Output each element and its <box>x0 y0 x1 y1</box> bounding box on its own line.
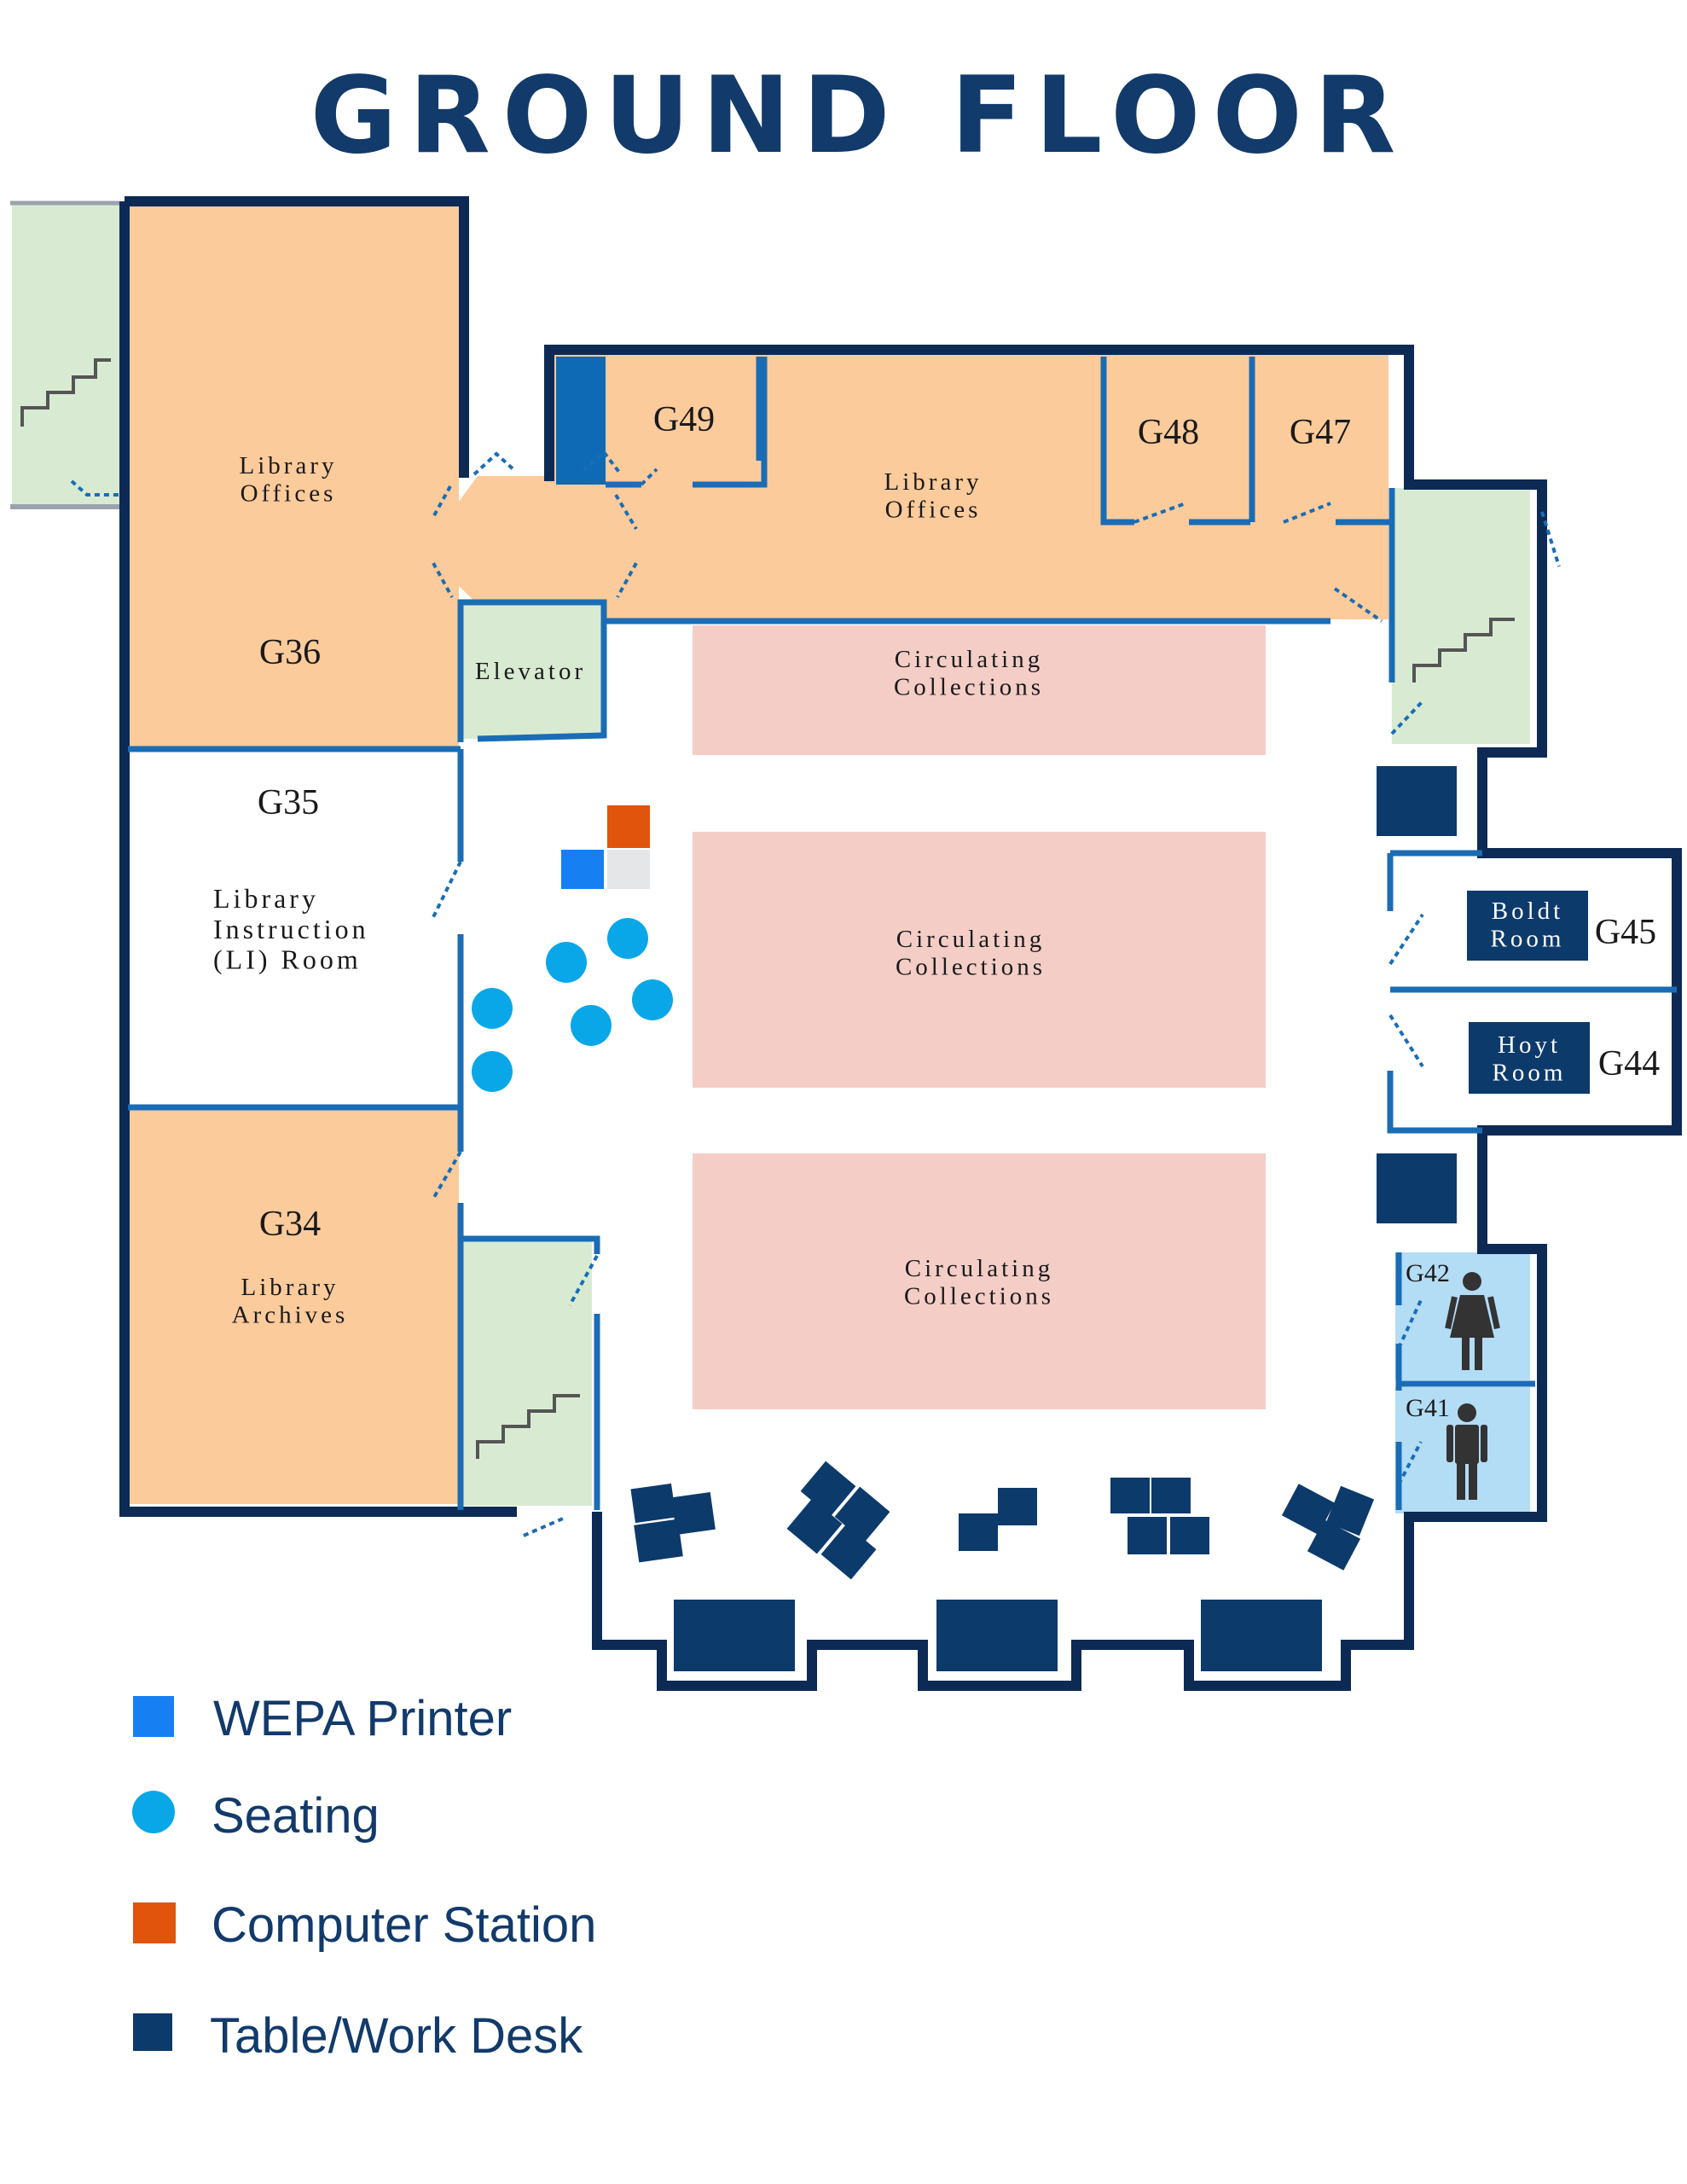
wall-elevator <box>457 599 607 742</box>
seating-area <box>472 918 673 1092</box>
label-g35: G35 <box>258 783 319 822</box>
table-desk <box>1201 1600 1322 1671</box>
stairs-icon <box>20 358 111 427</box>
table-desk-cluster-1 <box>630 1483 716 1563</box>
room-g36 <box>128 205 459 746</box>
door-vestibule-left <box>432 485 452 518</box>
elevator <box>461 604 604 739</box>
label-g44: G44 <box>1598 1044 1660 1083</box>
stairs-icon <box>476 1394 580 1459</box>
legend: WEPA Printer Seating Computer Station Ta… <box>132 1691 596 2064</box>
door-boldt <box>1388 913 1424 966</box>
stairs-icon <box>1412 618 1515 682</box>
door-g35 <box>432 861 462 918</box>
door-bottom-stair-exit <box>523 1517 564 1537</box>
table-desk <box>1377 766 1457 836</box>
wall-bottom-stair <box>462 1235 600 1254</box>
boldt-room-sign <box>1467 891 1588 961</box>
wall-g48 <box>1100 357 1134 526</box>
door-g47 <box>1283 502 1331 524</box>
label-elevator: Elevator <box>475 658 586 685</box>
computer-station <box>607 805 650 848</box>
legend-swatch-seating <box>132 1791 175 1833</box>
table-desk <box>936 1600 1058 1671</box>
door-g41 <box>1397 1441 1423 1485</box>
wepa-printer <box>561 850 604 889</box>
utility-column <box>556 357 606 485</box>
wall-hoyt-room <box>1387 1071 1482 1134</box>
page-title: GROUND FLOOR <box>310 55 1408 177</box>
label-g41: G41 <box>1406 1394 1450 1422</box>
label-g48: G48 <box>1138 413 1199 452</box>
stairwell-bottom <box>462 1239 592 1506</box>
outer-wall-left-top <box>125 196 469 478</box>
stairwell-left-top <box>12 203 125 505</box>
legend-label-computer-station: Computer Station <box>212 1897 596 1953</box>
table-desk <box>1377 1153 1457 1223</box>
table-desk-cluster-3 <box>959 1488 1037 1551</box>
legend-label-table-work-desk: Table/Work Desk <box>210 2008 583 2064</box>
label-g49: G49 <box>653 400 715 439</box>
computer-station-blank <box>607 850 650 889</box>
table-desk <box>674 1600 795 1671</box>
door-vestibule-right-bottom <box>616 562 638 598</box>
stairwell-right <box>1392 488 1530 744</box>
label-g45: G45 <box>1595 913 1656 952</box>
hoyt-room-sign <box>1469 1022 1590 1094</box>
woman-restroom-icon <box>1445 1272 1500 1370</box>
label-g42: G42 <box>1406 1259 1450 1287</box>
outer-wall-top-block <box>544 345 1682 1691</box>
door-stair-left <box>70 479 119 497</box>
room-g34 <box>128 1107 459 1504</box>
table-desk-cluster-5 <box>1281 1484 1375 1571</box>
door-stair-right-exit <box>1540 511 1561 567</box>
legend-label-wepa-printer: WEPA Printer <box>213 1691 512 1746</box>
circulating-collections-2 <box>693 832 1266 1088</box>
label-g47: G47 <box>1290 413 1351 452</box>
door-vestibule-top <box>472 451 517 476</box>
label-g34: G34 <box>259 1205 321 1244</box>
legend-swatch-computer-station <box>133 1902 176 1943</box>
circulating-collections-3 <box>693 1153 1266 1409</box>
outer-wall-left <box>119 201 517 1517</box>
legend-swatch-wepa-printer <box>133 1696 174 1737</box>
label-g36: G36 <box>259 633 321 672</box>
door-vestibule-right <box>614 493 638 531</box>
table-desk-cluster-2 <box>786 1461 890 1580</box>
wall-g49-right <box>693 357 768 488</box>
door-offices-corner <box>1333 587 1383 623</box>
circulating-collections-1 <box>693 625 1266 755</box>
door-stair-right <box>1390 700 1424 735</box>
man-restroom-icon <box>1446 1403 1487 1500</box>
legend-label-seating: Seating <box>212 1788 380 1844</box>
door-bottom-stair <box>568 1255 599 1306</box>
door-g49 <box>640 468 658 486</box>
door-vestibule-left-bottom <box>432 562 454 598</box>
table-desk-cluster-4 <box>1110 1478 1209 1554</box>
door-hoyt <box>1388 1014 1424 1068</box>
legend-swatch-table-work-desk <box>133 2013 172 2051</box>
